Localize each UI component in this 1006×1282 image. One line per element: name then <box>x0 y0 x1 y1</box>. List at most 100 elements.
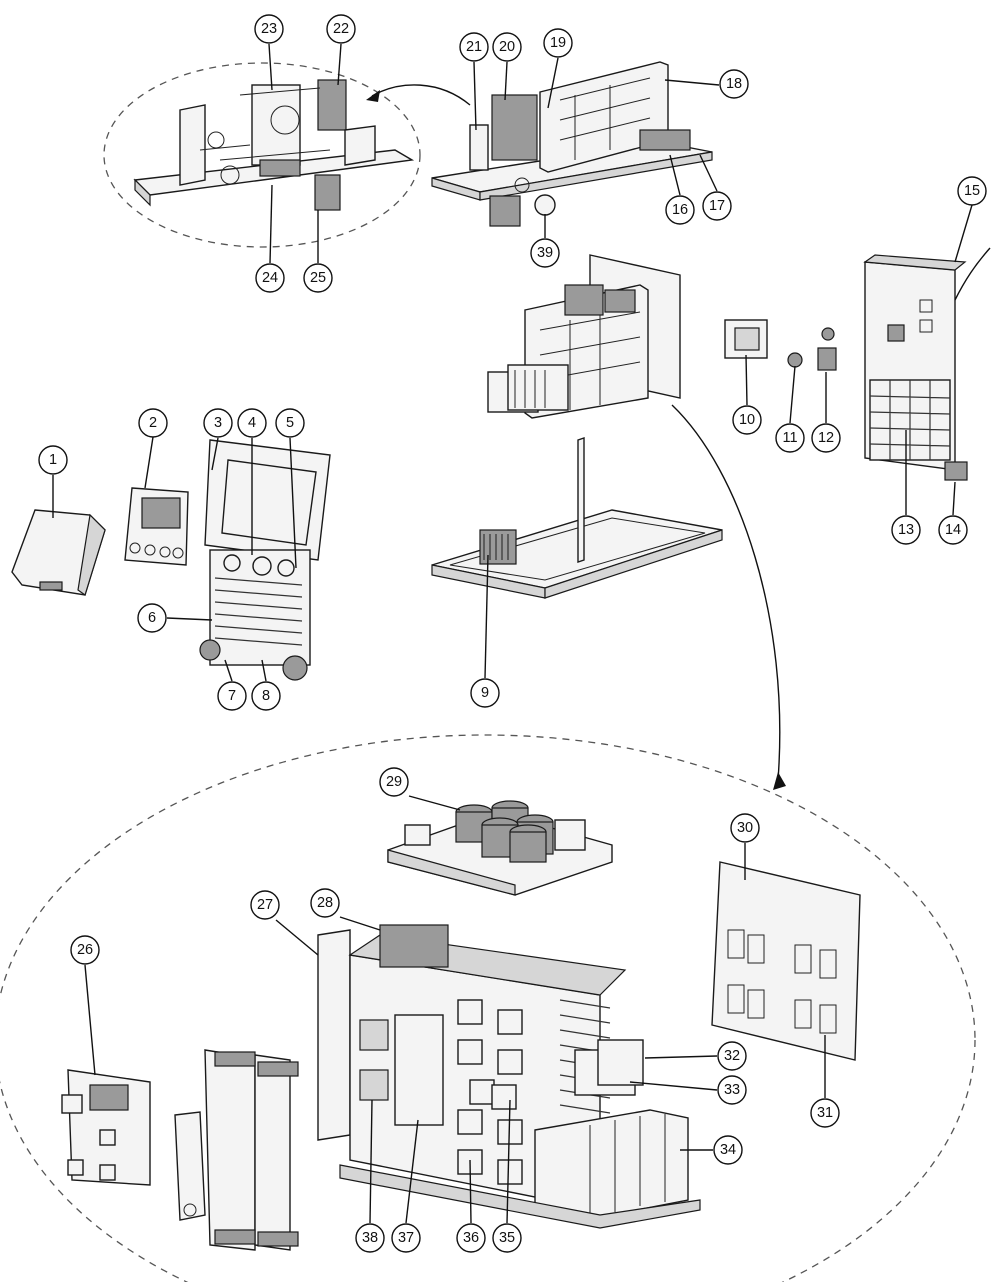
svg-text:20: 20 <box>499 39 515 55</box>
svg-text:19: 19 <box>550 35 566 51</box>
svg-text:3: 3 <box>214 415 222 431</box>
callout-10: 10 <box>732 405 762 435</box>
svg-text:27: 27 <box>257 897 273 913</box>
callout-11: 11 <box>775 423 805 453</box>
rear-components <box>724 319 837 371</box>
svg-text:5: 5 <box>286 415 294 431</box>
callout-9: 9 <box>470 678 500 708</box>
svg-text:14: 14 <box>945 522 961 538</box>
callout-6: 6 <box>137 603 167 633</box>
callout-23: 23 <box>254 14 284 44</box>
svg-text:25: 25 <box>310 270 326 286</box>
svg-text:39: 39 <box>537 245 553 261</box>
callout-28: 28 <box>310 888 340 918</box>
svg-text:6: 6 <box>148 610 156 626</box>
control-board-assembly-detail <box>133 79 415 211</box>
callout-37: 37 <box>391 1223 421 1253</box>
driver-board <box>61 1069 151 1186</box>
callout-29: 29 <box>379 767 409 797</box>
rear-panel <box>863 247 991 481</box>
callout-26: 26 <box>70 935 100 965</box>
callout-15: 15 <box>957 176 987 206</box>
callout-35: 35 <box>492 1223 522 1253</box>
callout-8: 8 <box>251 681 281 711</box>
callout-3: 3 <box>203 408 233 438</box>
detail-boundary-bottom <box>0 734 976 1282</box>
heatsink-module <box>317 924 701 1229</box>
svg-text:11: 11 <box>782 430 797 446</box>
svg-text:2: 2 <box>149 415 157 431</box>
svg-text:7: 7 <box>228 688 236 704</box>
callout-39: 39 <box>530 238 560 268</box>
callout-2: 2 <box>138 408 168 438</box>
svg-text:10: 10 <box>739 412 755 428</box>
callout-1: 1 <box>38 445 68 475</box>
callout-33: 33 <box>717 1075 747 1105</box>
svg-text:35: 35 <box>499 1230 515 1246</box>
svg-text:30: 30 <box>737 820 753 836</box>
svg-text:24: 24 <box>262 270 278 286</box>
callout-17: 17 <box>702 191 732 221</box>
callout-4: 4 <box>237 408 267 438</box>
arrowhead <box>773 772 786 790</box>
callout-20: 20 <box>492 32 522 62</box>
detail-arrow-top <box>371 84 471 106</box>
power-module <box>487 254 681 419</box>
detail-boundary-top <box>103 62 421 248</box>
chassis-base <box>431 437 723 599</box>
main-board-assembly <box>431 61 713 227</box>
callout-38: 38 <box>355 1223 385 1253</box>
arrowhead <box>366 90 380 102</box>
callout-34: 34 <box>713 1135 743 1165</box>
svg-text:18: 18 <box>726 76 742 92</box>
front-cover <box>11 509 106 596</box>
svg-text:28: 28 <box>317 895 333 911</box>
capacitor-board <box>387 800 613 896</box>
svg-text:9: 9 <box>481 685 489 701</box>
callout-24: 24 <box>255 263 285 293</box>
svg-text:34: 34 <box>720 1142 736 1158</box>
svg-text:32: 32 <box>724 1048 740 1064</box>
callout-25: 25 <box>303 263 333 293</box>
svg-text:26: 26 <box>77 942 93 958</box>
leader-lines <box>52 43 973 1224</box>
callout-16: 16 <box>665 195 695 225</box>
svg-text:38: 38 <box>362 1230 378 1246</box>
callout-22: 22 <box>326 14 356 44</box>
callout-31: 31 <box>810 1098 840 1128</box>
svg-text:21: 21 <box>466 39 482 55</box>
busbar-set <box>174 1049 299 1251</box>
callout-27: 27 <box>250 890 280 920</box>
callout-30: 30 <box>730 813 760 843</box>
callout-12: 12 <box>811 423 841 453</box>
callout-36: 36 <box>456 1223 486 1253</box>
svg-text:1: 1 <box>49 452 57 468</box>
svg-text:31: 31 <box>817 1105 833 1121</box>
svg-text:12: 12 <box>818 430 834 446</box>
display-panel <box>124 487 189 566</box>
svg-text:33: 33 <box>724 1082 740 1098</box>
svg-text:13: 13 <box>898 522 914 538</box>
callout-5: 5 <box>275 408 305 438</box>
callout-13: 13 <box>891 515 921 545</box>
svg-text:4: 4 <box>248 415 256 431</box>
callout-7: 7 <box>217 681 247 711</box>
svg-text:22: 22 <box>333 21 349 37</box>
callout-14: 14 <box>938 515 968 545</box>
svg-text:29: 29 <box>386 774 402 790</box>
snubber-board <box>711 861 861 1061</box>
callout-21: 21 <box>459 32 489 62</box>
svg-text:36: 36 <box>463 1230 479 1246</box>
svg-text:16: 16 <box>672 202 688 218</box>
front-frame <box>199 439 331 681</box>
svg-text:8: 8 <box>262 688 270 704</box>
svg-text:37: 37 <box>398 1230 414 1246</box>
detail-arrow-bottom <box>671 404 781 781</box>
callout-18: 18 <box>719 69 749 99</box>
svg-text:15: 15 <box>964 183 980 199</box>
callout-32: 32 <box>717 1041 747 1071</box>
svg-text:23: 23 <box>261 21 277 37</box>
callout-19: 19 <box>543 28 573 58</box>
svg-text:17: 17 <box>709 198 725 214</box>
